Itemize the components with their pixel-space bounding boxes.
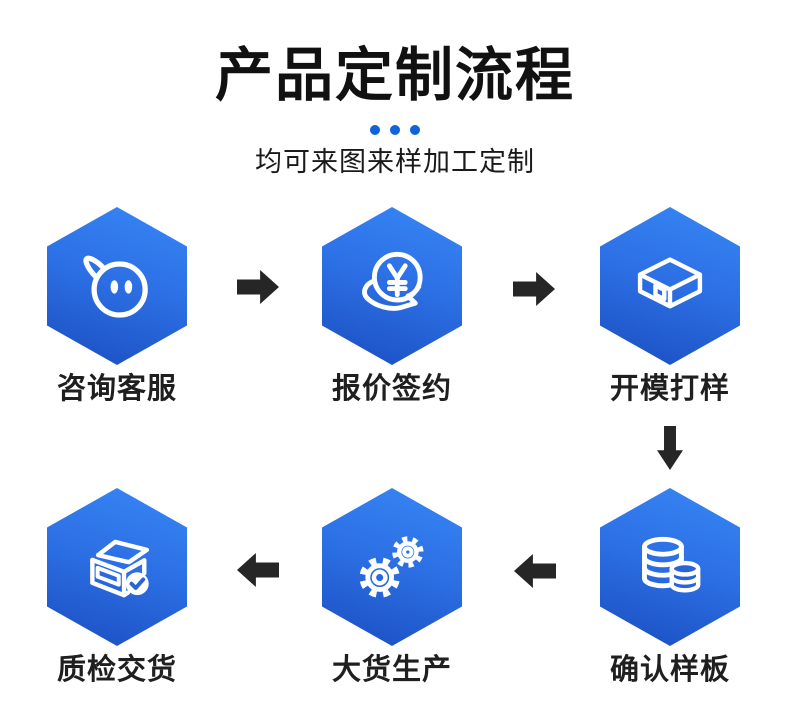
arrow-left-icon [514, 554, 556, 588]
step-quote-sign: 报价签约 [312, 207, 472, 406]
step-consult-service: 咨询客服 [37, 207, 197, 406]
arrow-right-icon [237, 270, 279, 304]
step-label: 大货生产 [331, 654, 452, 686]
dot-icon [370, 125, 380, 135]
step-mass-production: 大货生产 [312, 488, 472, 687]
step-confirm-sample: 确认样板 [590, 488, 750, 687]
dot-icon [390, 125, 400, 135]
page-title: 产品定制流程 [214, 43, 575, 108]
arrow-right-icon [513, 272, 555, 306]
hexagon-badge [600, 488, 740, 646]
step-label: 咨询客服 [56, 373, 177, 405]
step-label: 报价签约 [331, 373, 452, 405]
step-mold-sample: 开模打样 [590, 207, 750, 406]
qc-box-check-icon [73, 523, 161, 611]
hexagon-badge [47, 488, 187, 646]
hexagon-badge [47, 207, 187, 365]
step-quality-delivery: 质检交货 [37, 488, 197, 687]
customer-service-icon [73, 242, 161, 330]
arrow-left-icon [237, 553, 279, 587]
hexagon-badge [322, 207, 462, 365]
step-label: 开模打样 [609, 373, 730, 405]
accent-dots [0, 125, 790, 135]
hexagon-badge [600, 207, 740, 365]
page-subtitle: 均可来图来样加工定制 [255, 147, 535, 177]
sample-database-icon [626, 523, 714, 611]
arrow-down-icon [657, 426, 683, 470]
step-label: 质检交货 [56, 654, 177, 686]
dot-icon [410, 125, 420, 135]
production-gears-icon [348, 523, 436, 611]
hexagon-badge [322, 488, 462, 646]
price-quote-icon [348, 242, 436, 330]
step-label: 确认样板 [609, 654, 730, 686]
mold-box-icon [626, 242, 714, 330]
